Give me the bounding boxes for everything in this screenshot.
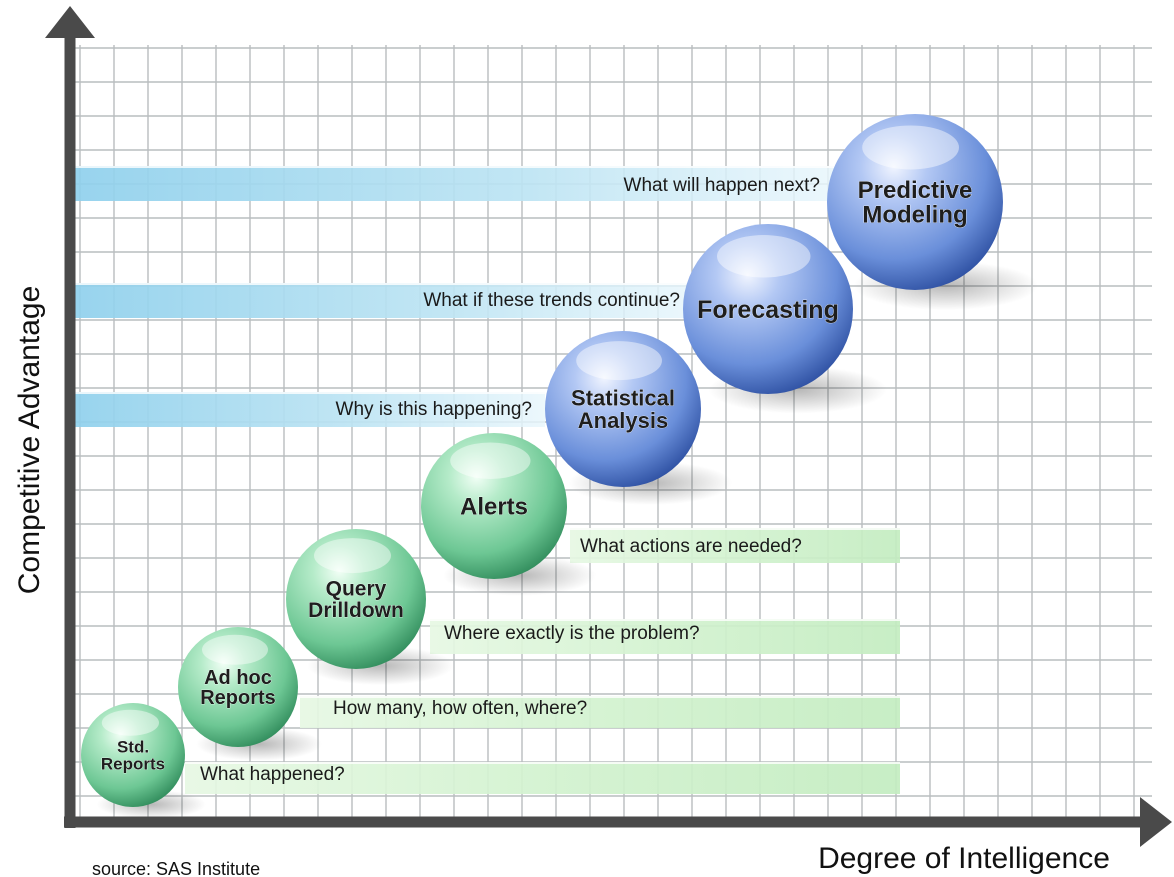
sphere-label-line: Ad hoc xyxy=(204,667,272,689)
sphere-body xyxy=(421,433,567,579)
sphere-gloss xyxy=(717,235,811,278)
question-bar-6: What if these trends continue? xyxy=(75,283,695,318)
question-bar-1: What happened? xyxy=(185,762,900,794)
stage-sphere-6: Forecasting xyxy=(683,224,887,414)
sphere-body xyxy=(81,703,185,807)
question-bar-2: How many, how often, where? xyxy=(300,696,900,728)
sphere-gloss xyxy=(202,634,268,665)
question-bar-3: Where exactly is the problem? xyxy=(430,619,900,654)
question-bar-7: What will happen next? xyxy=(75,166,835,201)
axes xyxy=(45,6,1172,847)
sphere-gloss xyxy=(450,442,531,479)
source-caption: source: SAS Institute xyxy=(92,859,260,877)
y-axis-label: Competitive Advantage xyxy=(13,286,46,595)
question-bar-fill xyxy=(75,392,545,427)
sphere-gloss xyxy=(314,538,391,574)
question-bar-fill xyxy=(75,166,835,201)
question-bar-fill xyxy=(300,696,900,728)
sphere-body xyxy=(545,331,701,487)
question-text: Where exactly is the problem? xyxy=(444,623,700,644)
sphere-body xyxy=(827,114,1003,290)
sphere-label-line: Query xyxy=(326,578,387,601)
question-bar-fill xyxy=(75,283,695,318)
sphere-label-line: Predictive xyxy=(858,177,973,204)
sphere-gloss xyxy=(101,709,159,736)
sphere-label-line: Analysis xyxy=(578,408,669,433)
sphere-body xyxy=(286,529,426,669)
sphere-body xyxy=(683,224,853,394)
question-bar-fill xyxy=(185,762,900,794)
sphere-label-line: Reports xyxy=(200,687,276,709)
question-bar-4: What actions are needed? xyxy=(570,528,900,563)
sphere-label-line: Modeling xyxy=(862,202,967,229)
question-bar-5: Why is this happening? xyxy=(75,392,545,427)
question-text: What if these trends continue? xyxy=(423,290,680,311)
sphere-gloss xyxy=(576,341,662,381)
question-bars: What happened? How many, how often, where… xyxy=(75,166,900,794)
sphere-label-line: Reports xyxy=(101,755,165,774)
sphere-label-line: Forecasting xyxy=(697,296,839,324)
question-text: What will happen next? xyxy=(624,175,820,196)
question-bar-fill xyxy=(430,619,900,654)
question-text: What happened? xyxy=(200,764,345,785)
sphere-label-line: Std. xyxy=(117,737,149,756)
question-bar-fill xyxy=(570,528,900,563)
sphere-label-line: Drilldown xyxy=(308,599,404,622)
stage-sphere-1: Std.Reports xyxy=(81,703,206,819)
x-axis-label: Degree of Intelligence xyxy=(818,842,1110,875)
sphere-label-line: Alerts xyxy=(460,493,528,520)
x-axis-arrowhead xyxy=(1140,797,1172,847)
question-text: How many, how often, where? xyxy=(333,698,587,719)
question-text: What actions are needed? xyxy=(580,536,802,557)
sphere-body xyxy=(178,627,298,747)
y-axis-arrowhead xyxy=(45,6,95,38)
sphere-label-line: Statistical xyxy=(571,385,675,410)
sphere-gloss xyxy=(862,125,959,170)
question-text: Why is this happening? xyxy=(336,399,532,420)
stage-sphere-4: Alerts xyxy=(421,433,597,596)
